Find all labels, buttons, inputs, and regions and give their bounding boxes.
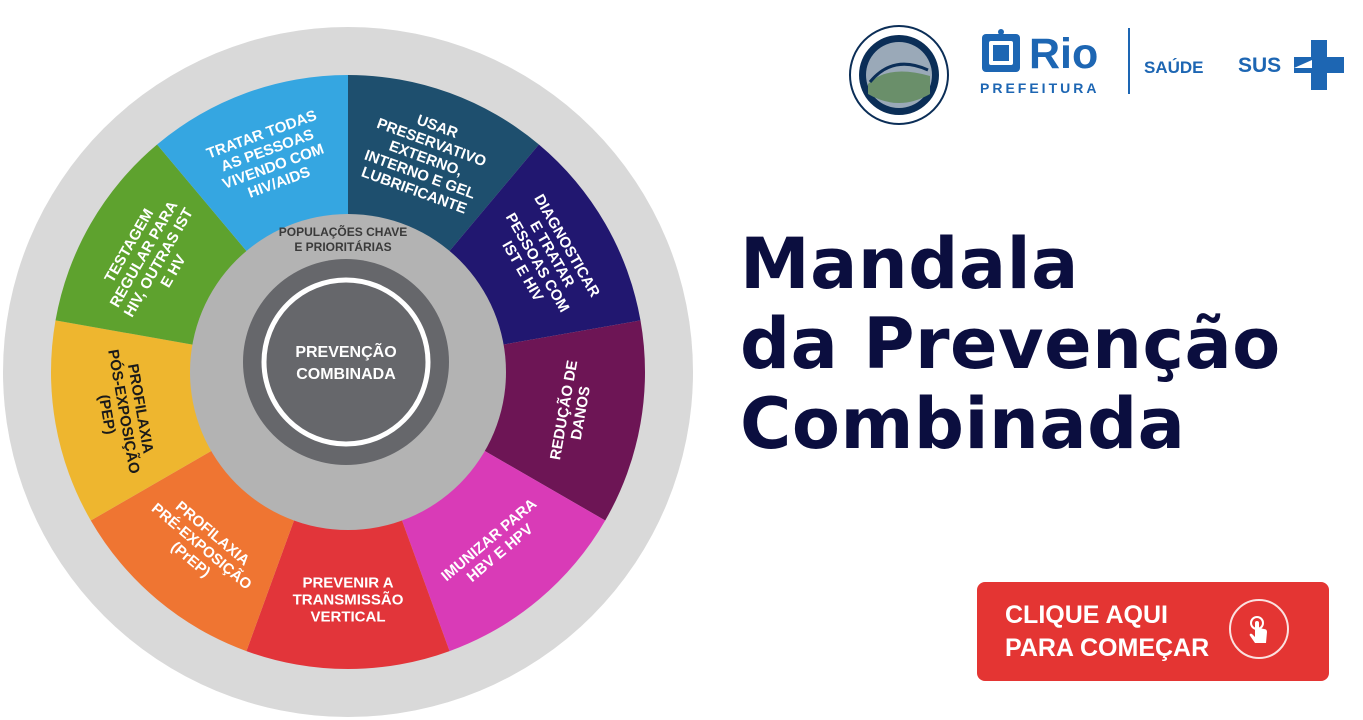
center-button[interactable] [261, 277, 431, 447]
segment-imunizar[interactable] [399, 447, 606, 652]
segment-label-line: VERTICAL [311, 609, 386, 626]
title-line-2: da Prevenção [740, 303, 1281, 385]
segment-pep[interactable] [50, 320, 219, 521]
center-label-line1: PREVENÇÃO [295, 341, 396, 361]
segment-label-line: (PEP) [95, 393, 119, 435]
sus-cross-icon [1294, 40, 1344, 90]
logo-divider [1128, 28, 1130, 94]
segment-label-line: PREVENIR A [302, 575, 393, 592]
title-line-3: Combinada [740, 383, 1186, 465]
segment-diagnosticar[interactable] [444, 144, 641, 346]
segment-preservativo[interactable] [348, 75, 539, 258]
populations-label-line2: E PRIORITÁRIAS [294, 239, 391, 254]
center-label-line2: COMBINADA [296, 366, 396, 383]
program-emblem-logo [849, 25, 949, 125]
start-button-line2: PARA COMEÇAR [1005, 634, 1210, 662]
segment-reducao-danos[interactable] [477, 320, 646, 521]
segment-label-line: TRANSMISSÃO [293, 591, 404, 609]
rio-wordmark: Rio [1029, 30, 1099, 78]
tap-hand-icon[interactable] [1229, 599, 1289, 659]
start-button-line1: CLIQUE AQUI [1005, 601, 1168, 629]
segment-testagem[interactable] [55, 144, 252, 346]
rio-crest-logo [982, 29, 1020, 72]
populations-label-line1: POPULAÇÕES CHAVE [279, 224, 407, 239]
prefeitura-label: PREFEITURA [980, 80, 1100, 96]
sus-label: SUS [1238, 54, 1282, 77]
title-line-1: Mandala [740, 223, 1079, 305]
saude-label: SAÚDE [1144, 58, 1204, 77]
segment-transmissao-vertical[interactable] [246, 512, 450, 669]
partner-logos: Rio PREFEITURA SAÚDE SUS [840, 20, 1350, 125]
segment-tratar-todas[interactable] [157, 75, 348, 258]
page-title: Mandala da Prevenção Combinada [740, 224, 1340, 464]
segment-prep[interactable] [90, 447, 297, 652]
